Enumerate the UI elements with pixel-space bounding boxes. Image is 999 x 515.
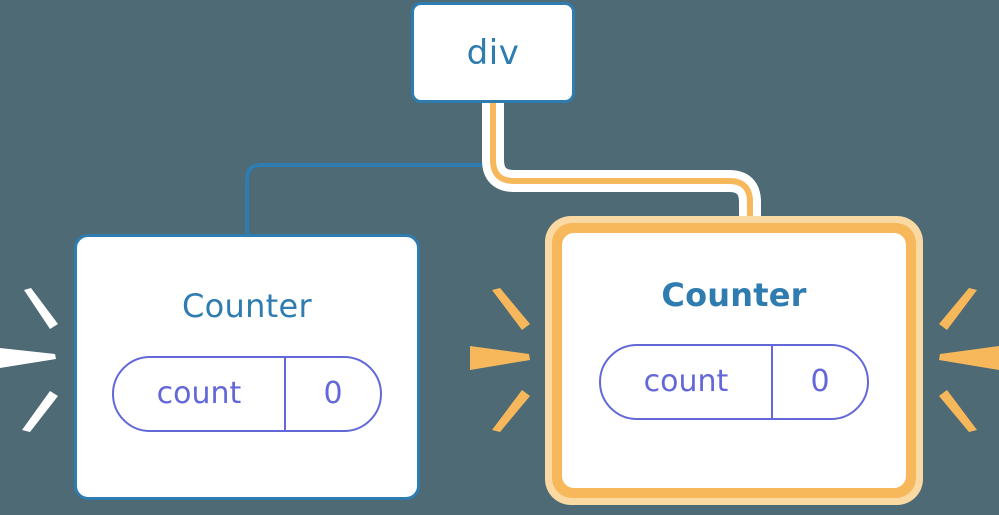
sparkle-ray-orange-mid-middle bbox=[470, 346, 530, 370]
node-counter-left-label: Counter bbox=[182, 287, 312, 325]
node-counter-right-label: Counter bbox=[661, 276, 807, 314]
node-counter-right-highlight-ring: Counter count 0 bbox=[552, 223, 916, 498]
connector-div-to-counter-left bbox=[245, 103, 495, 234]
sparkle-group-middle bbox=[470, 288, 530, 432]
connector-orange-halo bbox=[482, 103, 761, 234]
sparkle-ray-white-top bbox=[24, 288, 58, 329]
sparkle-ray-orange-right-top bbox=[939, 288, 977, 330]
sparkle-ray-white-middle bbox=[0, 348, 56, 368]
state-pill-counter-right: count 0 bbox=[599, 344, 869, 420]
node-counter-right[interactable]: Counter count 0 bbox=[562, 233, 906, 488]
node-counter-right-highlight-halo: Counter count 0 bbox=[545, 216, 923, 505]
node-counter-left[interactable]: Counter count 0 bbox=[74, 234, 420, 500]
state-value-counter-left: 0 bbox=[284, 358, 380, 430]
sparkle-ray-orange-mid-top bbox=[492, 288, 530, 330]
sparkle-ray-orange-mid-bottom bbox=[492, 390, 530, 432]
sparkle-ray-white-bottom bbox=[22, 391, 58, 432]
state-pill-counter-left: count 0 bbox=[112, 356, 382, 432]
node-div[interactable]: div bbox=[411, 2, 575, 103]
state-name-counter-right: count bbox=[643, 364, 729, 399]
state-name-counter-left: count bbox=[156, 376, 242, 411]
sparkle-ray-orange-right-middle bbox=[939, 346, 999, 370]
sparkle-ray-orange-right-bottom bbox=[939, 390, 977, 432]
state-value-counter-right: 0 bbox=[771, 346, 867, 418]
node-div-label: div bbox=[466, 32, 520, 73]
sparkle-group-right bbox=[939, 288, 999, 432]
sparkle-group-left bbox=[0, 288, 58, 432]
